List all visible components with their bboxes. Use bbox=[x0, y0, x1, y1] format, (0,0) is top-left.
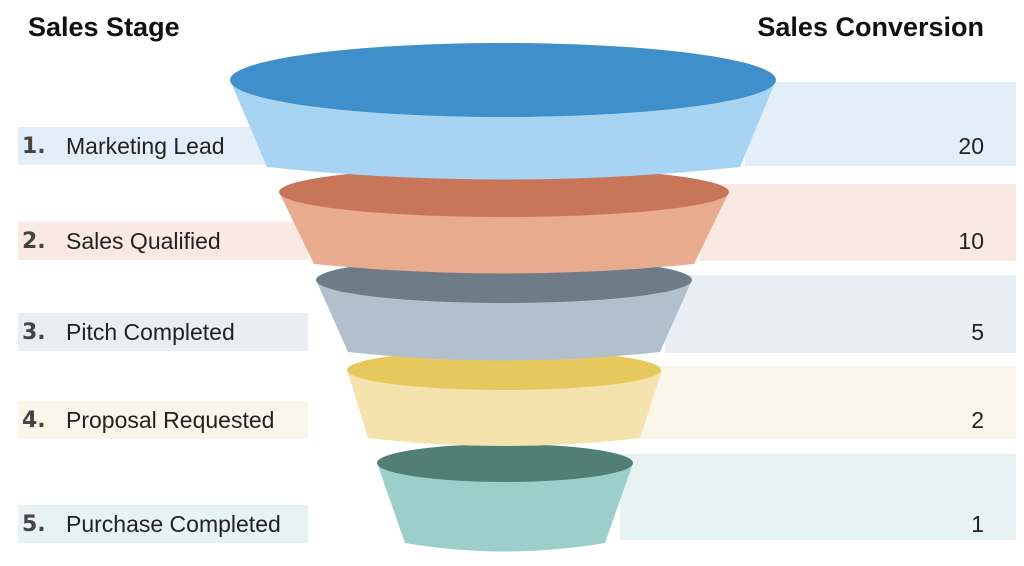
label-band-2 bbox=[18, 222, 308, 260]
label-band-4 bbox=[18, 401, 308, 439]
funnel-segment-1 bbox=[230, 43, 776, 180]
funnel-segment-4 bbox=[347, 350, 662, 446]
stage-label-5: 5. Purchase Completed bbox=[22, 505, 281, 543]
label-band-3 bbox=[18, 313, 308, 351]
funnel-segment-2 bbox=[279, 167, 729, 274]
stage-value-3: 5 bbox=[971, 318, 984, 345]
stage-name-5: Purchase Completed bbox=[66, 510, 281, 537]
stage-label-3: 3. Pitch Completed bbox=[22, 313, 235, 351]
stage-number-1: 1. bbox=[22, 133, 46, 159]
stage-name-1: Marketing Lead bbox=[66, 132, 225, 159]
stage-value-5: 1 bbox=[971, 510, 984, 537]
label-band-5 bbox=[18, 505, 308, 543]
value-band-2 bbox=[700, 184, 1016, 261]
stage-name-3: Pitch Completed bbox=[66, 318, 235, 345]
stage-name-4: Proposal Requested bbox=[66, 406, 275, 433]
stage-value-2: 10 bbox=[958, 227, 984, 254]
stage-number-2: 2. bbox=[22, 228, 46, 254]
stage-value-1: 20 bbox=[958, 132, 984, 159]
funnel-segment-5 bbox=[377, 444, 633, 552]
sales-conversion-header: Sales Conversion bbox=[757, 12, 984, 42]
stage-number-5: 5. bbox=[22, 511, 46, 537]
stage-name-2: Sales Qualified bbox=[66, 227, 221, 254]
value-band-4 bbox=[640, 366, 1016, 439]
stage-number-3: 3. bbox=[22, 319, 46, 345]
value-band-1 bbox=[745, 82, 1016, 166]
stage-label-2: 2. Sales Qualified bbox=[22, 222, 221, 260]
stage-label-1: 1. Marketing Lead bbox=[22, 127, 225, 165]
stage-label-4: 4. Proposal Requested bbox=[22, 401, 274, 439]
value-band-3 bbox=[665, 275, 1016, 353]
stage-value-4: 2 bbox=[971, 406, 984, 433]
value-band-5 bbox=[620, 454, 1016, 540]
sales-stage-header: Sales Stage bbox=[28, 12, 180, 42]
stage-number-4: 4. bbox=[22, 407, 46, 433]
